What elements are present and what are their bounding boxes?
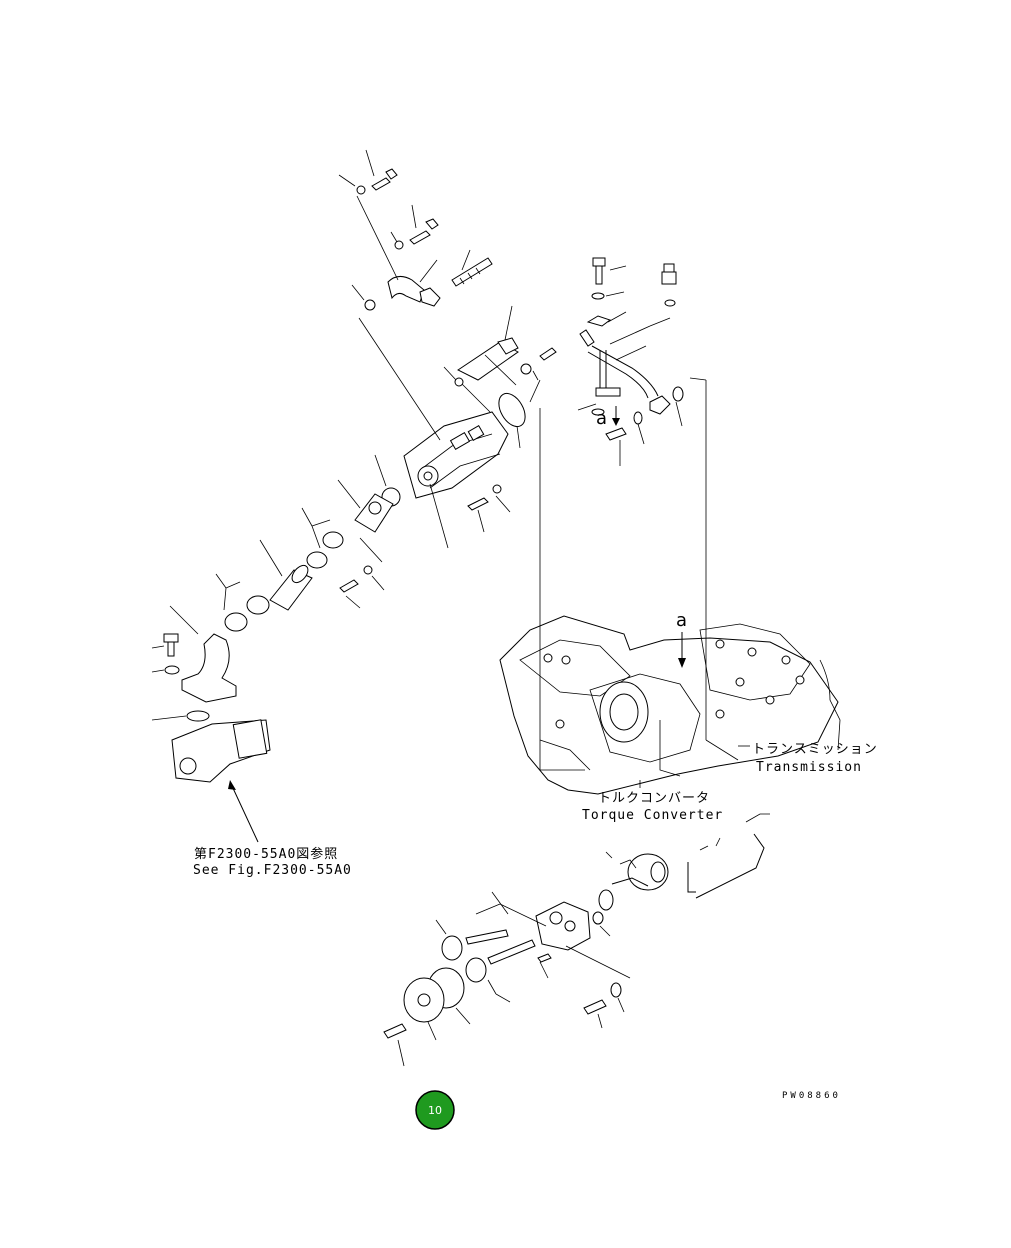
fitting-part: [649, 395, 671, 415]
leader-lines: [397, 891, 631, 1067]
bolt-part: [467, 497, 489, 511]
reference-arrow: [231, 785, 259, 843]
o-ring-part: [598, 889, 614, 911]
washer-part: [591, 292, 605, 300]
hydraulic-pump-part: [403, 411, 509, 499]
fitting-part: [579, 329, 595, 347]
drawing-code: PW08860: [782, 1091, 841, 1101]
washer-part: [633, 411, 643, 425]
washer-part: [164, 665, 180, 675]
gear-part: [465, 957, 487, 983]
pump-assembly-group: [163, 168, 557, 843]
shaft-part: [465, 929, 509, 945]
pin-part: [537, 953, 552, 963]
lower-pump-group: [383, 813, 770, 1039]
flange-part: [457, 341, 519, 381]
bolt-part: [371, 168, 398, 191]
connector-part: [661, 263, 677, 285]
clamp-part: [322, 531, 344, 549]
o-ring-part: [672, 386, 684, 402]
bolt-part: [539, 347, 557, 361]
transmission-label-jp: トランスミッション: [752, 742, 878, 757]
clamp-part: [224, 612, 248, 632]
leader-lines: [577, 265, 683, 466]
tube-assembly-group: [579, 257, 684, 441]
elbow-fitting-part: [387, 276, 425, 303]
bolt-part: [409, 218, 439, 245]
elbow-pipe-part: [181, 633, 237, 703]
reference-letter-a: a: [596, 408, 607, 429]
bolt-part: [592, 257, 606, 285]
see-fig-label-en: See Fig.F2300-55A0: [193, 863, 352, 878]
page-number-text: 10: [428, 1104, 442, 1117]
washer-part: [363, 565, 373, 575]
reference-letter-a-housing: a: [676, 610, 687, 631]
bolt-part: [383, 1023, 407, 1039]
page-number-badge[interactable]: 10: [415, 1090, 455, 1130]
bolt-part: [605, 427, 627, 441]
assembly-guide-lines: [539, 377, 750, 788]
washer-part: [591, 408, 605, 416]
see-fig-label-jp: 第F2300-55A0図参照: [194, 846, 338, 862]
washer-part: [664, 299, 676, 307]
gasket-part: [498, 392, 526, 428]
gear-part: [441, 935, 463, 961]
washer-part: [454, 377, 464, 387]
end-cover-part: [403, 977, 445, 1023]
clip-part: [586, 315, 612, 327]
washer-part: [520, 363, 532, 375]
washer-part: [394, 240, 404, 250]
bolt-part: [583, 999, 607, 1015]
clamp-part: [246, 595, 270, 615]
washer-part: [610, 982, 622, 998]
washer-part: [492, 484, 502, 494]
o-ring-part: [186, 710, 210, 722]
bolt-part: [339, 579, 359, 593]
leader-lines: [151, 149, 541, 721]
nipple-part: [451, 257, 493, 287]
o-ring-part: [592, 911, 604, 925]
gear-pump-body-part: [535, 901, 591, 951]
o-ring-part: [364, 299, 376, 311]
torque-converter-label-jp: トルクコンバータ: [598, 791, 710, 806]
valve-body-part: [171, 719, 271, 783]
transmission-label-en: Transmission: [756, 760, 862, 775]
washer-part: [356, 185, 366, 195]
transmission-housing: [499, 615, 841, 795]
shaft-part: [487, 939, 536, 965]
torque-converter-label-en: Torque Converter: [582, 808, 723, 823]
clamp-part: [306, 551, 328, 569]
